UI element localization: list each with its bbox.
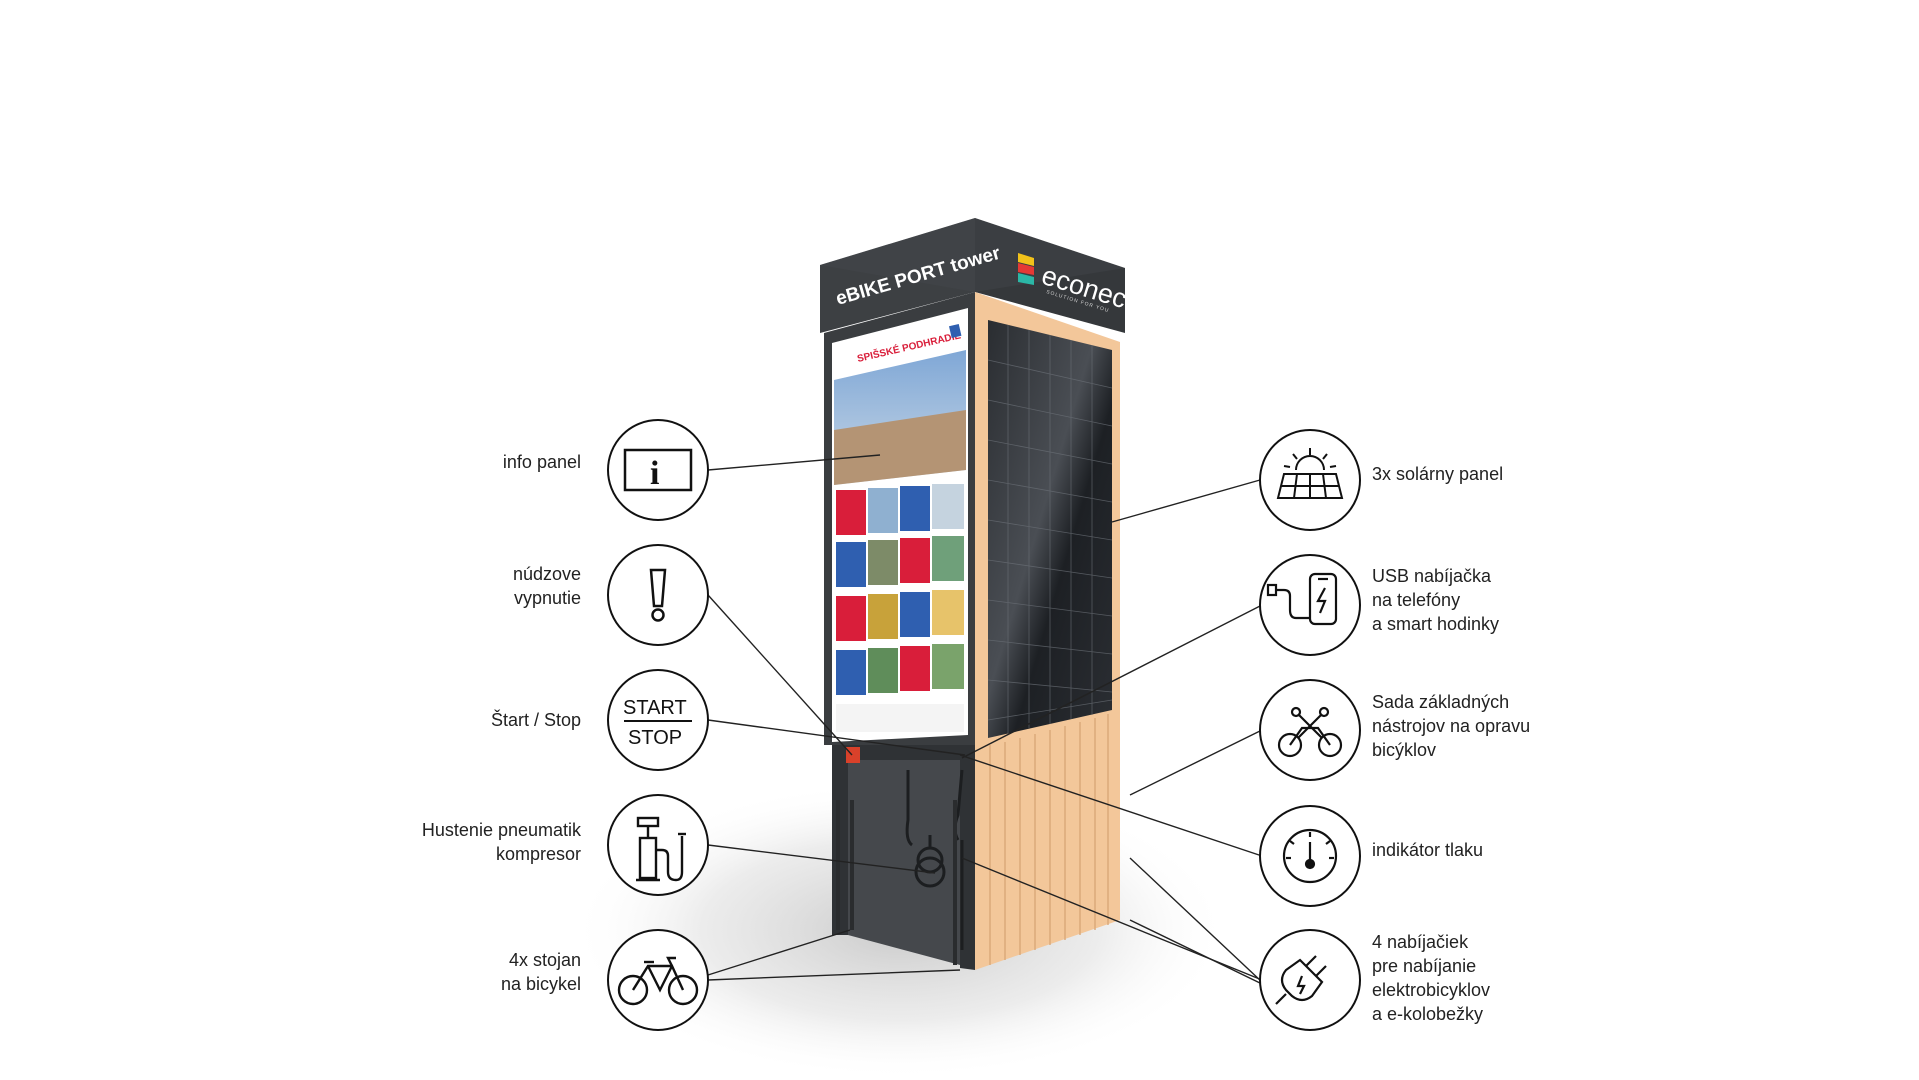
- label-start-stop: Štart / Stop: [490, 710, 581, 730]
- solar-grid: [987, 325, 1113, 733]
- poster-crest: [949, 324, 962, 338]
- tools-circle: [1259, 679, 1361, 781]
- label-emergency-stop: núdzove vypnutie: [512, 564, 581, 608]
- exclamation-icon: [649, 568, 667, 622]
- line-tire: [707, 844, 936, 874]
- plug-circle: [1259, 929, 1361, 1031]
- label-pressure-gauge: indikátor tlaku: [1372, 840, 1484, 860]
- emergency-button-part: [846, 747, 860, 763]
- left-icon-circles: [607, 419, 709, 1031]
- line-solar: [1111, 479, 1261, 523]
- label-info-panel: info panel: [502, 452, 581, 472]
- plug-icon: [1275, 955, 1327, 1005]
- wood-slats: [989, 714, 1109, 965]
- poster-tiles: [836, 484, 964, 732]
- info-circle: [607, 419, 709, 521]
- line-emergency: [707, 594, 853, 756]
- info-icon: i: [623, 448, 693, 492]
- line-plug-2: [1129, 857, 1263, 983]
- line-info-panel: [707, 454, 881, 471]
- line-start-stop: [707, 719, 966, 756]
- tower: SPIŠSKÉ PODHRADIE eBIKE PORT tower econe…: [820, 218, 1130, 970]
- solar-panel-icon: [1276, 448, 1344, 499]
- emergency-circle: [607, 544, 709, 646]
- svg-text:STOP: STOP: [628, 727, 682, 749]
- tower-cap-top: [820, 218, 1125, 292]
- leader-lines: [707, 454, 1263, 985]
- label-tire-inflation: Hustenie pneumatik kompresor: [421, 820, 581, 864]
- svg-text:START: START: [623, 697, 687, 719]
- bike-tools-icon: [1277, 706, 1343, 758]
- line-usb: [961, 604, 1263, 759]
- line-bike-stand-2: [707, 969, 961, 981]
- service-bay-back: [848, 760, 960, 965]
- svg-text:i: i: [650, 455, 659, 492]
- bike-stand-rails: [836, 800, 957, 965]
- start-stop-icon: START STOP: [623, 697, 692, 749]
- tower-cap-side: [975, 218, 1125, 333]
- label-bike-stand: 4x stojan na bicykel: [500, 950, 581, 994]
- tower-cap-front: [820, 218, 975, 333]
- label-usb-charger: USB nabíjačka na telefóny a smart hodink…: [1372, 566, 1500, 634]
- gauge-icon: [1282, 828, 1338, 884]
- right-icon-circles: [1259, 429, 1361, 1031]
- line-bike-stand-1: [707, 929, 851, 976]
- poster-photo-town: [834, 410, 966, 485]
- line-gauge: [959, 754, 1263, 857]
- line-tools: [1129, 729, 1263, 796]
- line-plug-3: [1129, 919, 1263, 985]
- label-solar-panel: 3x solárny panel: [1372, 464, 1504, 484]
- air-pump-icon: [636, 816, 686, 882]
- label-tool-set: Sada základných nástrojov na opravu bicý…: [1372, 692, 1531, 760]
- label-ebike-chargers: 4 nabíjačiek pre nabíjanie elektrobicykl…: [1372, 932, 1491, 1024]
- bicycle-icon: [617, 956, 699, 1006]
- phone-charger-icon: [1266, 572, 1338, 626]
